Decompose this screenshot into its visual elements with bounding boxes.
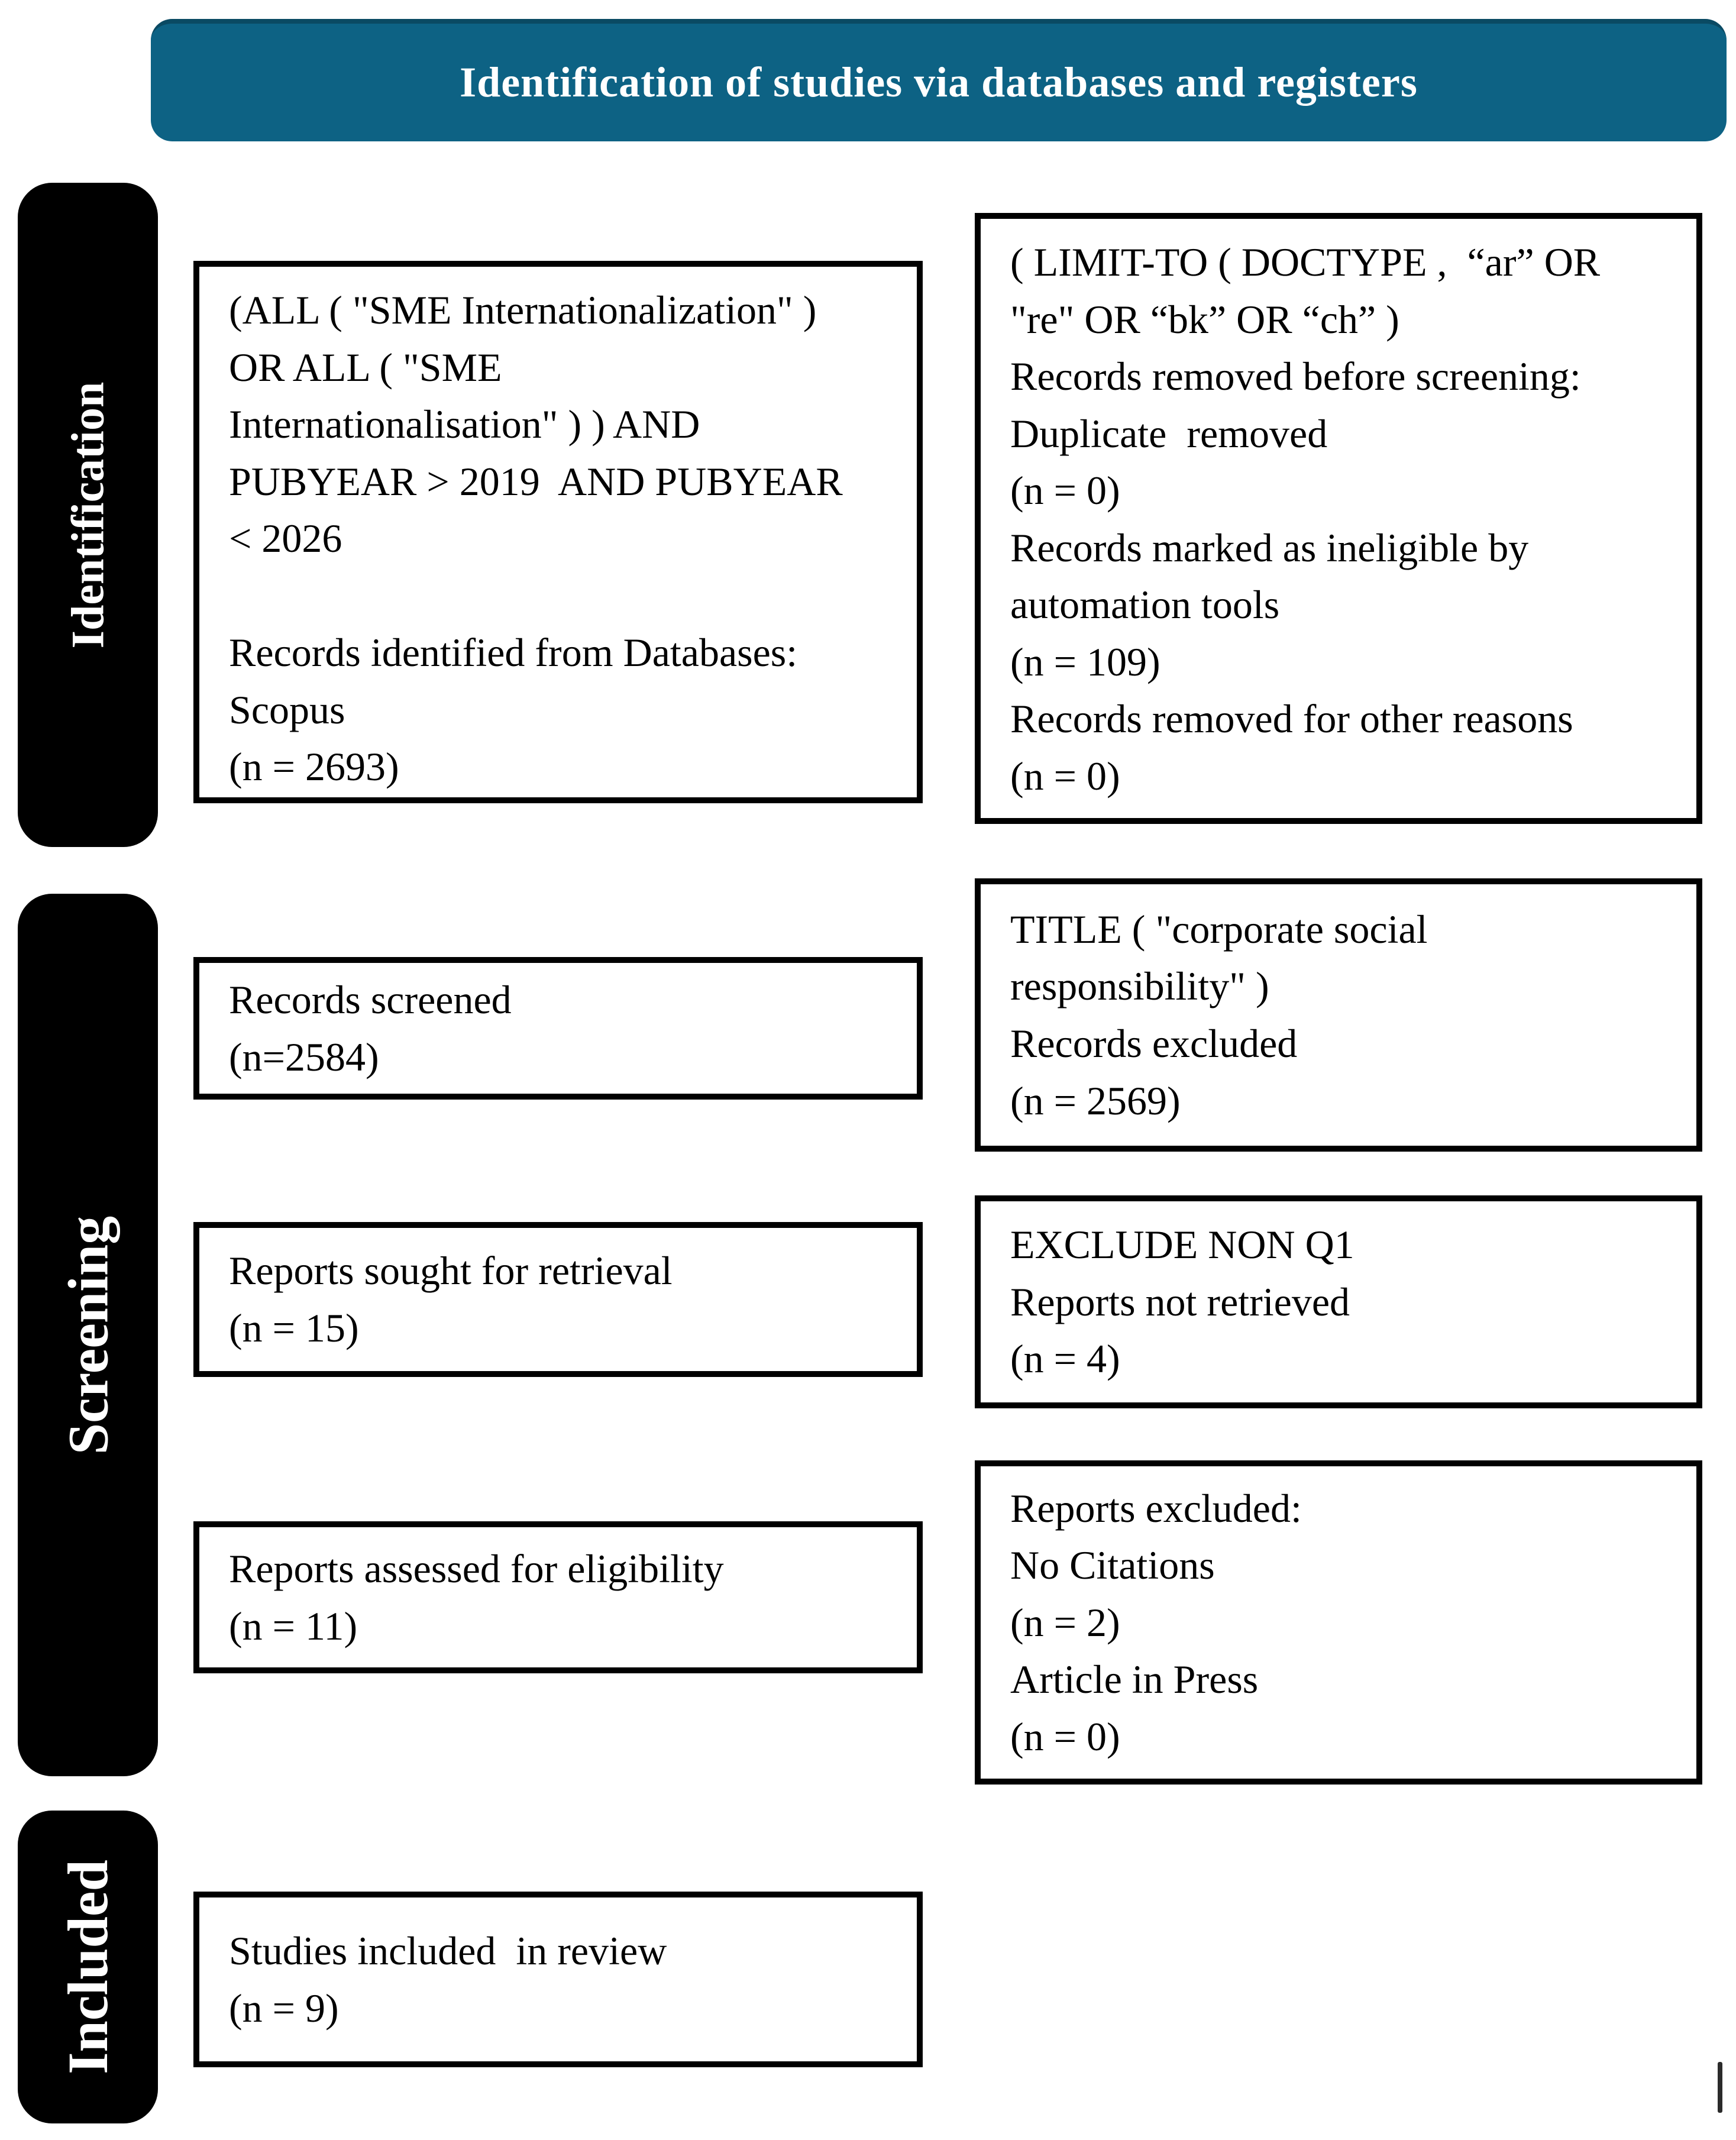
box-records-removed-before-screening: ( LIMIT-TO ( DOCTYPE , “ar” OR "re" OR “… — [975, 213, 1702, 824]
box-records-screened: Records screened (n=2584) — [193, 957, 923, 1100]
stage-label-included: Included — [56, 1860, 119, 2074]
diagram-title: Identification of studies via databases … — [460, 59, 1418, 106]
stage-bar-screening: Screening — [18, 894, 158, 1776]
box-reports-excluded: Reports excluded: No Citations (n = 2) A… — [975, 1460, 1702, 1785]
box-reports-sought-for-retrieval: Reports sought for retrieval (n = 15) — [193, 1222, 923, 1377]
box-studies-included-in-review: Studies included in review (n = 9) — [193, 1892, 923, 2067]
stage-label-identification: Identification — [62, 382, 114, 648]
stage-bar-included: Included — [18, 1811, 158, 2123]
box-records-identified: (ALL ( "SME Internationalization" ) OR A… — [193, 261, 923, 803]
stray-cursor-mark — [1718, 2062, 1722, 2113]
box-reports-assessed-for-eligibility: Reports assessed for eligibility (n = 11… — [193, 1521, 923, 1673]
box-records-excluded: TITLE ( "corporate social responsibility… — [975, 878, 1702, 1152]
box-reports-not-retrieved: EXCLUDE NON Q1 Reports not retrieved (n … — [975, 1195, 1702, 1408]
stage-bar-identification: Identification — [18, 183, 158, 847]
diagram-title-banner: Identification of studies via databases … — [151, 19, 1727, 141]
stage-label-screening: Screening — [56, 1216, 120, 1454]
